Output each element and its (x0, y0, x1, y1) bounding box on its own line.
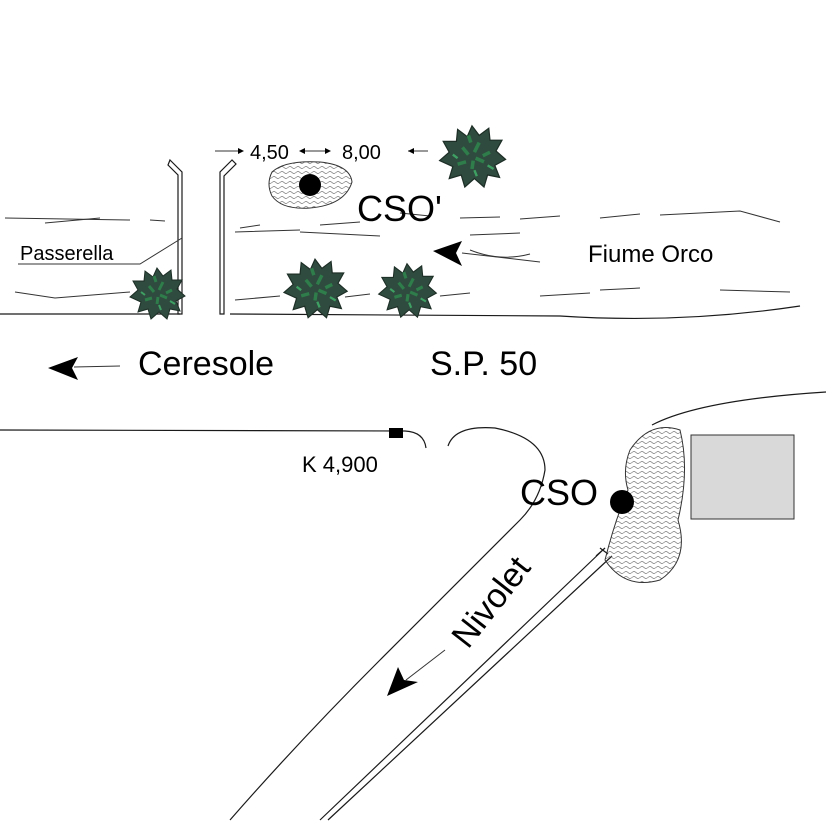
km-marker (389, 428, 403, 438)
dim-left-label: 4,50 (250, 142, 289, 164)
footbridge-left-rail (167, 158, 183, 315)
bush-river-2 (377, 262, 438, 319)
cso-prime-point (299, 174, 321, 196)
road-label: S.P. 50 (430, 345, 537, 383)
nivolet-arrow-line (405, 649, 446, 681)
dim-arrowhead-mid (299, 148, 305, 154)
nivolet-label: Nivolet (444, 549, 538, 655)
river-dash-2 (44, 217, 521, 237)
road-edge-lower (0, 429, 427, 449)
river-current (469, 249, 531, 258)
nivolet-road-right (319, 547, 613, 821)
passerella-label: Passerella (20, 243, 114, 265)
ceresole-label: Ceresole (138, 345, 274, 383)
dim-arrowhead-mid2 (325, 148, 331, 154)
nivolet-road-left (229, 427, 546, 821)
dim-right-label: 8,00 (342, 142, 381, 164)
dim-arrowhead-left (238, 148, 244, 154)
river-label: Fiume Orco (588, 241, 713, 268)
bush-top-right (437, 123, 508, 189)
ceresole-arrowhead (48, 357, 78, 380)
river-flow-arrowhead (433, 241, 462, 266)
dim-arrowhead-right (408, 148, 414, 154)
km-label: K 4,900 (302, 452, 378, 477)
boulder-lower (604, 427, 685, 583)
cso-point (610, 490, 634, 514)
cso-label: CSO (520, 472, 598, 513)
river-dash-top (234, 210, 781, 233)
river-flow-arrow (461, 252, 541, 263)
footbridge-right-rail (219, 159, 237, 315)
ceresole-arrow-line (73, 365, 121, 368)
bush-river-1 (282, 257, 349, 320)
bush-footbridge (128, 266, 187, 321)
river-dash-bottom (14, 287, 791, 301)
river-bank-top (4, 217, 166, 222)
cso-prime-label: CSO' (357, 188, 442, 229)
nivolet-arrowhead (387, 667, 418, 696)
road-top-right-edge (651, 391, 826, 426)
building (690, 434, 795, 520)
passerella-leader (18, 237, 183, 265)
